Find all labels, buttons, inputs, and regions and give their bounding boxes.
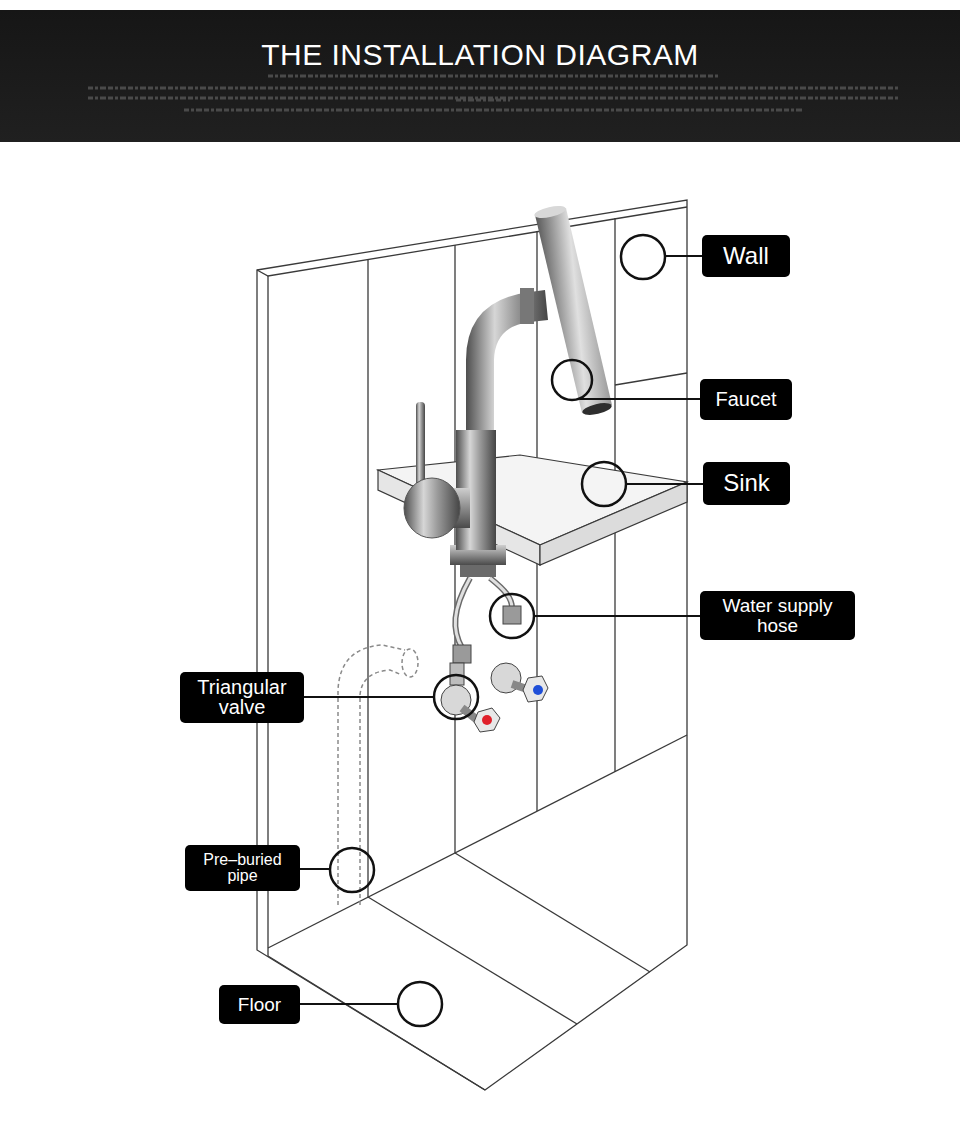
pre-buried-pipe xyxy=(338,645,418,905)
leader-line xyxy=(626,483,703,485)
label-box: Floor xyxy=(219,985,300,1024)
part-label: Pre–buried pipe xyxy=(192,852,293,885)
callout-circle xyxy=(398,982,442,1026)
room-lines xyxy=(257,200,687,1090)
noise-line xyxy=(88,87,900,90)
leader-line xyxy=(534,615,700,617)
faucet-drawing xyxy=(404,204,613,577)
handle-disc xyxy=(404,478,460,538)
leader-line xyxy=(300,868,330,870)
noise-line xyxy=(268,75,718,78)
part-label: Sink xyxy=(723,471,770,495)
callout-circle xyxy=(434,675,478,719)
label-box: Faucet xyxy=(700,379,792,420)
spout-top xyxy=(533,204,566,221)
spout-outlet xyxy=(581,401,612,417)
pipe-end xyxy=(402,649,418,677)
part-label: Water supply hose xyxy=(707,596,848,635)
callout-circle xyxy=(490,594,534,638)
supply-hoses xyxy=(453,578,521,663)
tile-joint xyxy=(367,259,368,897)
leaders xyxy=(300,256,703,1004)
page-title: THE INSTALLATION DIAGRAM xyxy=(0,38,960,72)
part-label: Faucet xyxy=(715,389,776,409)
faucet-nut xyxy=(460,565,496,577)
noise-line xyxy=(184,109,804,112)
pipe-line xyxy=(360,670,402,905)
hot-mark xyxy=(482,715,492,725)
valve-handle xyxy=(523,676,548,702)
room-outline xyxy=(257,200,687,1090)
label-box: Sink xyxy=(703,462,790,505)
hose xyxy=(455,578,470,648)
hose-nut xyxy=(503,606,521,624)
callout-circle xyxy=(330,848,374,892)
header-noise xyxy=(0,10,960,142)
floor-line xyxy=(268,735,687,948)
leader-line xyxy=(665,255,702,257)
part-label: Triangular valve xyxy=(187,677,297,718)
faucet-spout xyxy=(535,208,612,413)
callout-circle xyxy=(582,462,626,506)
leader-line xyxy=(580,398,700,400)
hose-nut xyxy=(453,645,471,663)
leader-line xyxy=(300,1003,398,1005)
label-box: Triangular valve xyxy=(180,672,304,723)
tile-joint xyxy=(615,373,687,385)
label-box: Wall xyxy=(702,235,790,277)
part-label: Floor xyxy=(238,995,281,1014)
label-box: Pre–buried pipe xyxy=(185,845,300,891)
callout-circle xyxy=(552,360,592,400)
callout-circle xyxy=(621,235,665,279)
faucet-joint xyxy=(520,288,534,324)
pipe-line xyxy=(338,645,405,905)
faucet-neck xyxy=(466,290,548,445)
cold-mark xyxy=(533,685,543,695)
noise-line xyxy=(456,99,510,102)
callouts xyxy=(330,235,665,1026)
floor-joint xyxy=(455,853,650,972)
part-label: Wall xyxy=(723,244,769,268)
leader-line xyxy=(304,696,434,698)
angle-valves xyxy=(441,663,548,732)
header-band: THE INSTALLATION DIAGRAM xyxy=(0,10,960,142)
hose xyxy=(455,578,470,648)
floor-joint xyxy=(368,897,577,1024)
label-box: Water supply hose xyxy=(700,591,855,640)
valve-handle xyxy=(474,708,500,732)
noise-line xyxy=(88,97,900,100)
shelf-side xyxy=(540,482,687,565)
